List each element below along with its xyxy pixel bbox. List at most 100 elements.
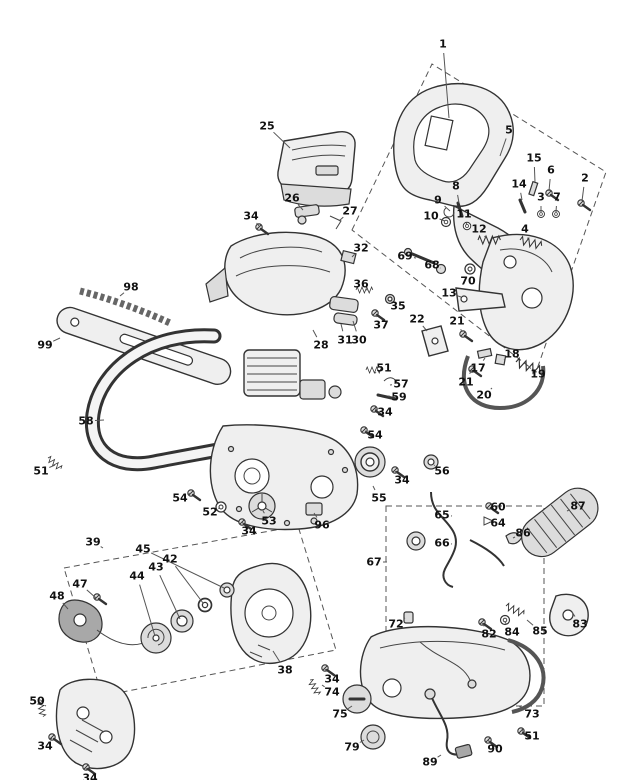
part-label-37: 37	[373, 319, 388, 332]
leader-line	[52, 337, 61, 342]
part-label-34: 34	[377, 406, 393, 419]
part-label-64: 64	[490, 517, 506, 530]
part-label-56: 56	[434, 465, 450, 478]
washer-icon	[197, 597, 213, 613]
leader-line	[403, 617, 406, 620]
fuel-line-drawing	[406, 491, 523, 588]
screw-icon	[186, 488, 202, 502]
part-label-83: 83	[572, 618, 587, 631]
part-label-74: 74	[324, 686, 340, 699]
part-label-60: 60	[490, 501, 506, 514]
chain-drawing	[79, 287, 172, 327]
part-label-73: 73	[524, 708, 539, 721]
fuel-tank-drawing	[359, 611, 546, 720]
screw-icon	[254, 222, 270, 236]
leader-line	[312, 329, 318, 338]
leader-line	[340, 323, 344, 332]
part-label-69: 69	[397, 250, 412, 263]
part-label-45: 45	[135, 543, 150, 556]
leader-line	[437, 754, 442, 758]
part-label-50: 50	[29, 695, 45, 708]
part-label-14: 14	[511, 178, 527, 191]
part-label-39: 39	[85, 536, 100, 549]
part-label-9: 9	[434, 194, 442, 207]
leader-line	[272, 650, 281, 663]
leader-line	[374, 371, 377, 374]
rear-handle-base-drawing	[478, 233, 574, 351]
leader-line	[394, 470, 397, 474]
handle-hardware-drawing	[440, 180, 592, 251]
fan-housing-drawing	[230, 562, 312, 664]
leader-line	[256, 222, 260, 227]
part-label-57: 57	[393, 378, 408, 391]
part-label-85: 85	[532, 625, 547, 638]
leader-line	[457, 295, 462, 298]
part-label-34: 34	[37, 740, 53, 753]
leader-line	[439, 218, 446, 222]
part-label-38: 38	[277, 664, 292, 677]
part-label-5: 5	[505, 124, 513, 137]
leader-line	[100, 546, 104, 549]
leader-line	[512, 536, 516, 539]
part-label-51: 51	[524, 730, 539, 743]
leader-line	[119, 292, 125, 297]
part-label-4: 4	[521, 223, 529, 236]
leader-line	[422, 325, 428, 332]
part-label-26: 26	[284, 192, 300, 205]
grommet-drawing	[355, 286, 396, 322]
leader-line	[518, 705, 525, 710]
part-label-19: 19	[530, 368, 545, 381]
leader-line	[50, 737, 53, 740]
part-label-47: 47	[72, 578, 87, 591]
front-handle-drawing	[84, 328, 246, 472]
leader-line	[490, 387, 493, 390]
part-label-54: 54	[172, 492, 188, 505]
leader-line	[187, 492, 192, 495]
leader-line	[351, 254, 355, 258]
leader-line	[465, 222, 468, 226]
part-label-98: 98	[123, 281, 138, 294]
part-label-54: 54	[367, 429, 383, 442]
part-label-44: 44	[129, 570, 145, 583]
part-label-17: 17	[470, 362, 485, 375]
starter-drawing	[58, 582, 235, 654]
part-label-3: 3	[537, 191, 545, 204]
leader-line	[218, 507, 221, 510]
part-label-99: 99	[37, 339, 52, 352]
part-label-35: 35	[390, 300, 405, 313]
leader-line	[85, 767, 88, 770]
engine-cylinder-drawing	[243, 349, 342, 400]
part-label-48: 48	[49, 590, 64, 603]
part-label-72: 72	[388, 618, 403, 631]
part-label-70: 70	[460, 275, 476, 288]
washer-icon	[499, 614, 511, 626]
leader-line	[526, 619, 534, 626]
part-label-59: 59	[391, 391, 406, 404]
spring-icon	[307, 678, 322, 697]
leader-line	[139, 584, 156, 637]
leader-line	[520, 729, 525, 733]
part-label-36: 36	[353, 278, 369, 291]
leader-line	[174, 565, 204, 604]
leader-line	[499, 138, 507, 157]
part-label-66: 66	[434, 537, 450, 550]
leader-line	[44, 704, 47, 707]
part-label-43: 43	[148, 561, 163, 574]
part-label-90: 90	[487, 743, 503, 756]
bolt-drawing	[403, 247, 476, 275]
leader-line	[469, 370, 472, 375]
part-label-11: 11	[456, 208, 471, 221]
part-label-20: 20	[476, 389, 492, 402]
part-label-68: 68	[424, 259, 439, 272]
rear-grip-drawing	[521, 487, 599, 637]
part-label-96: 96	[314, 519, 330, 532]
part-label-79: 79	[344, 741, 359, 754]
leader-line	[86, 589, 97, 599]
part-label-1: 1	[439, 38, 447, 51]
crankcase-drawing	[209, 424, 359, 531]
leader-line	[504, 621, 508, 625]
part-label-42: 42	[162, 553, 177, 566]
part-label-6: 6	[547, 164, 555, 177]
